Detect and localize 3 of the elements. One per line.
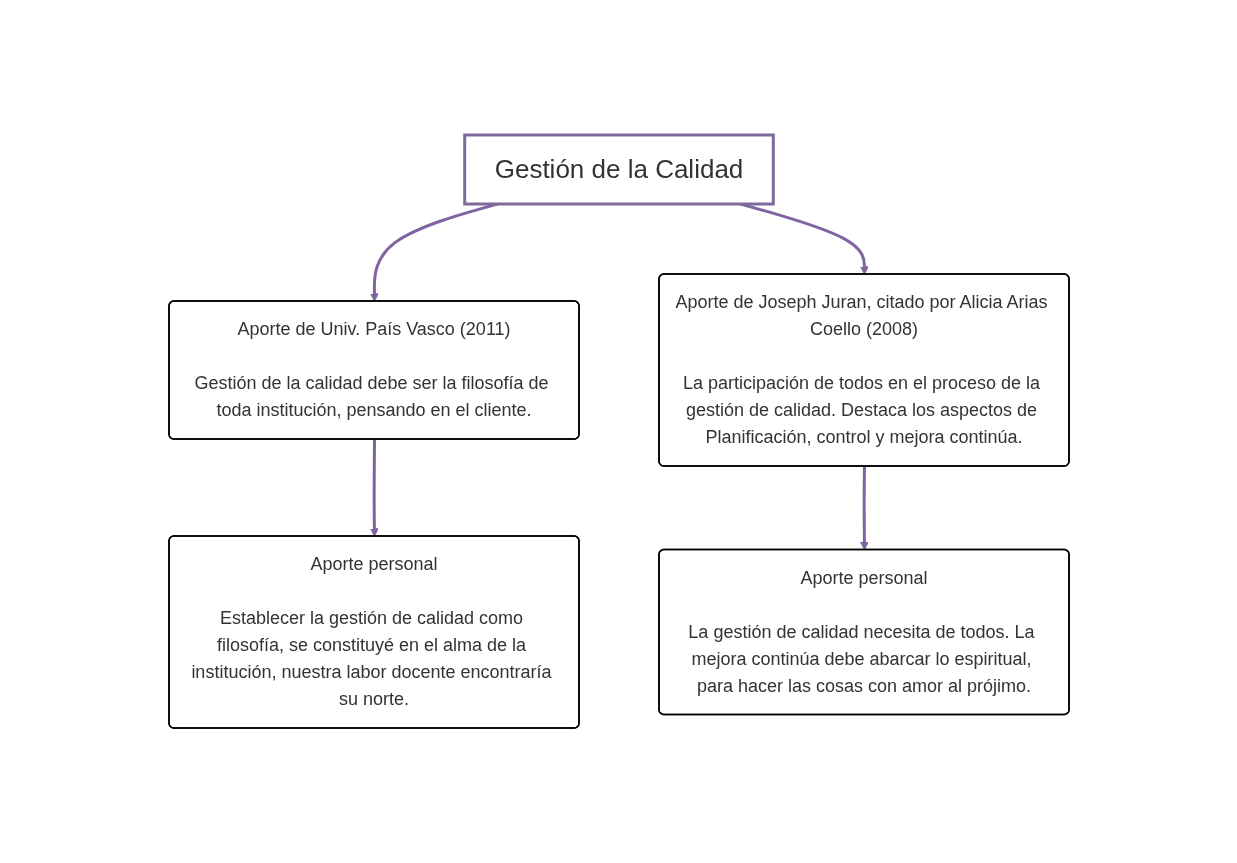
- node-box: Gestión de la Calidad: [462, 133, 775, 206]
- arrow: [859, 466, 869, 551]
- arrow: [369, 439, 379, 537]
